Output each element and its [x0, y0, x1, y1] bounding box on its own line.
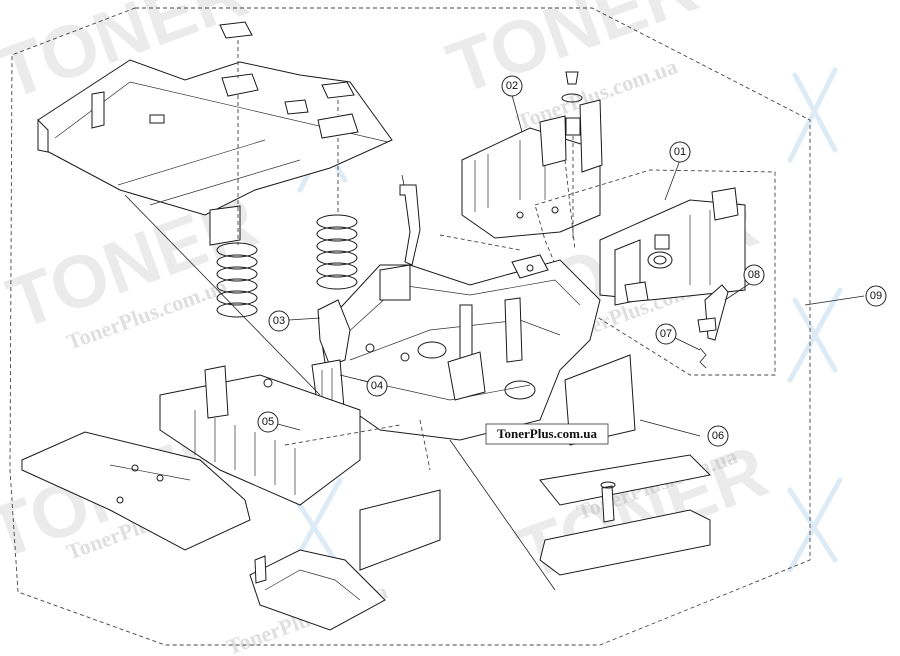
assembly-line: [419, 419, 431, 471]
callout-05: 05: [257, 411, 279, 433]
top-cover-plate: [37, 21, 393, 246]
callout-06: 06: [707, 425, 729, 447]
bottom-bracket: [249, 549, 386, 631]
bottom-plate: [21, 431, 251, 551]
callout-label: 07: [660, 328, 672, 340]
watermark-word: TONER: [507, 429, 778, 595]
callout-04: 04: [366, 375, 388, 397]
callout-label: 01: [674, 146, 686, 158]
callout-07: 07: [655, 323, 677, 345]
pad-right: [321, 81, 355, 99]
spring-right: [316, 214, 358, 290]
front-rail: [159, 365, 361, 506]
site-label: TonerPlus.com.ua: [485, 423, 609, 445]
callout-01: 01: [669, 141, 691, 163]
springs: [216, 95, 358, 318]
callout-03: 03: [268, 310, 290, 332]
tray-frame: [319, 254, 601, 441]
front-cover: [359, 354, 712, 576]
motor-subassembly: [599, 187, 746, 369]
assembly-line: [284, 424, 401, 446]
callout-08: 08: [743, 264, 765, 286]
callout-label: 04: [371, 380, 383, 392]
callout-label: 02: [506, 80, 518, 92]
pad-left: [219, 21, 253, 39]
side-bracket-assembly: [461, 71, 603, 240]
callout-02: 02: [501, 75, 523, 97]
callout-label: 03: [273, 315, 285, 327]
spring-left: [216, 242, 258, 318]
callout-09: 09: [865, 285, 887, 307]
assembly-line: [564, 159, 576, 251]
callout-label: 06: [712, 430, 724, 442]
site-label-text: TonerPlus.com.ua: [497, 426, 597, 441]
callout-label: 08: [748, 269, 760, 281]
callout-label: 05: [262, 416, 274, 428]
subassembly-boundary: [534, 169, 776, 376]
callout-label: 09: [870, 290, 882, 302]
assembly-boundary: [9, 7, 811, 646]
link-arm: [399, 174, 421, 266]
